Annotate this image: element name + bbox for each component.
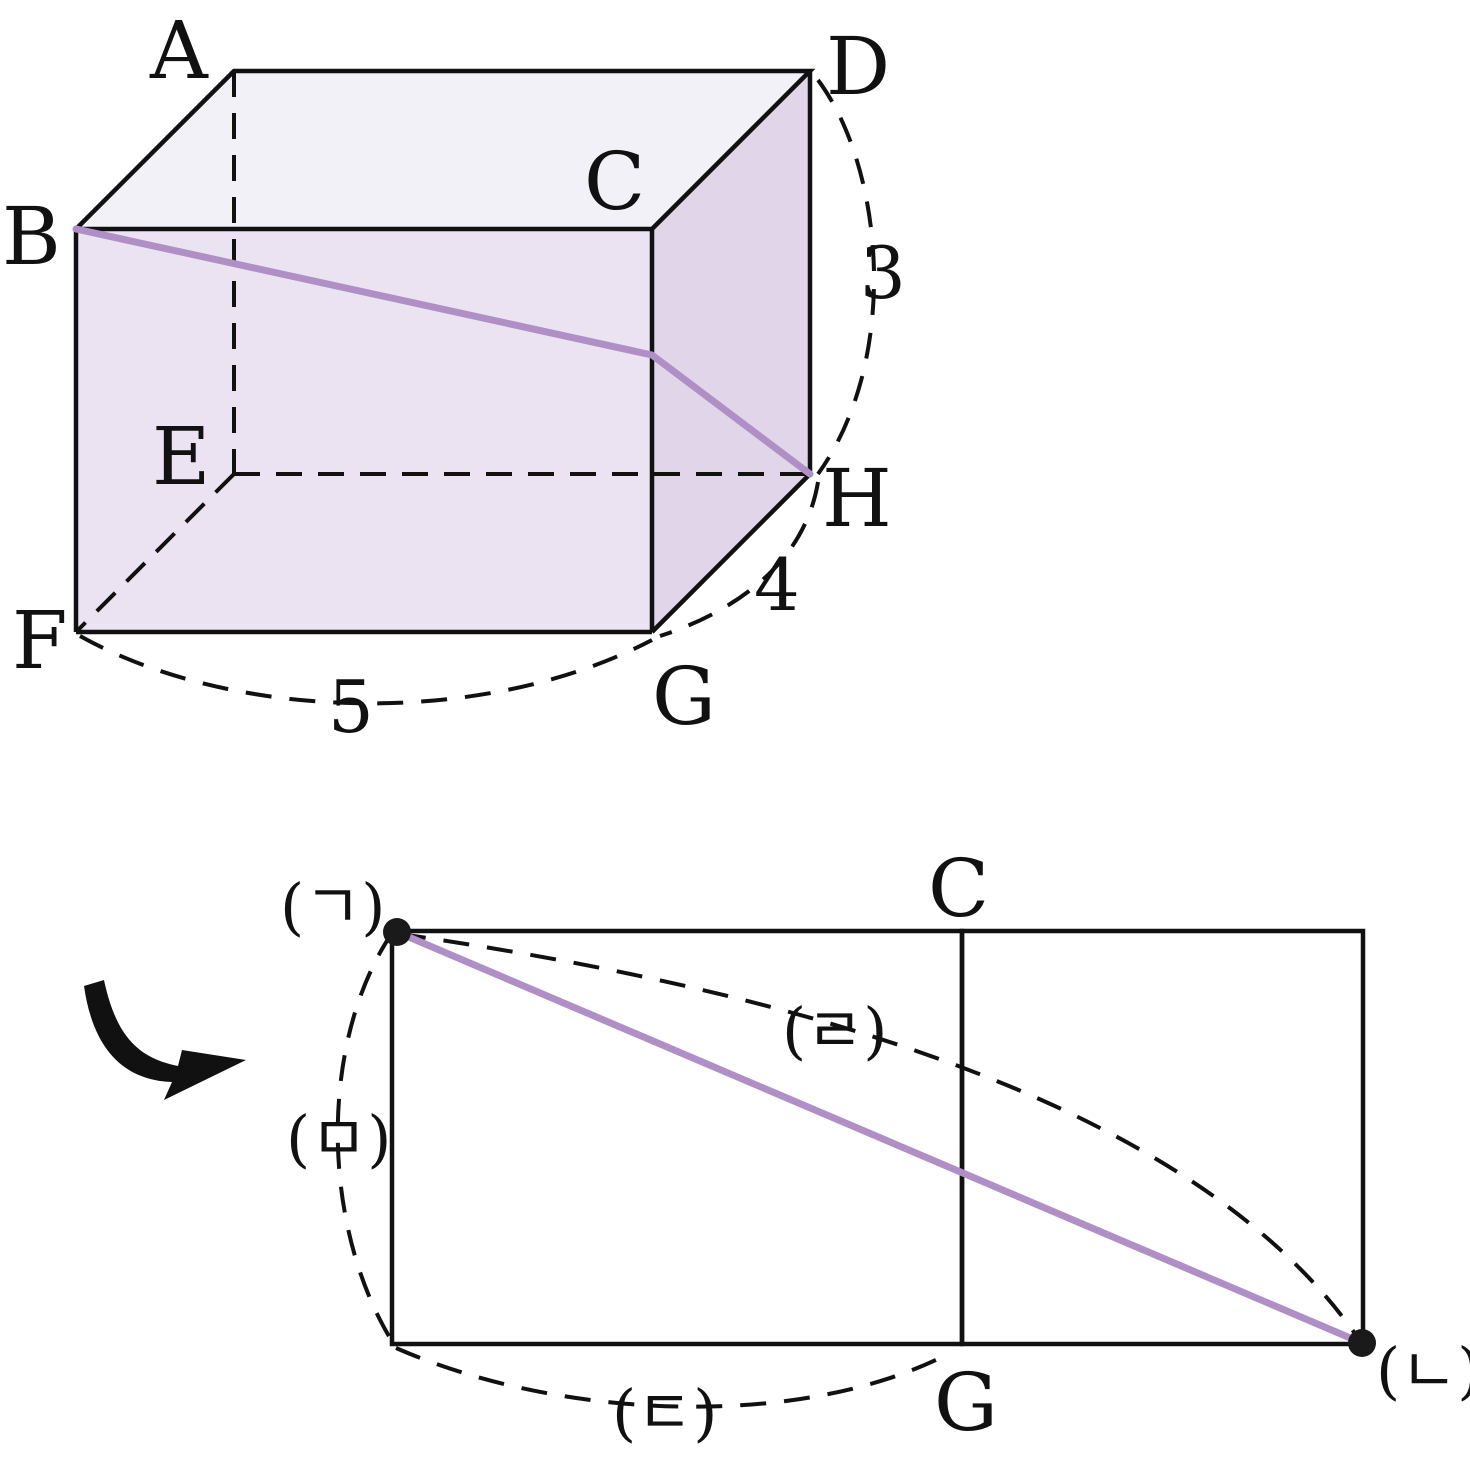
mark-ga: (ㄱ) xyxy=(280,870,385,943)
net-label-C: C xyxy=(928,842,989,935)
net-dimension-arcs xyxy=(335,931,1360,1409)
vertex-label-E: E xyxy=(152,410,210,503)
vertex-label-F: F xyxy=(12,594,68,687)
curved-arrow-body xyxy=(84,980,246,1100)
visible-edges xyxy=(73,68,816,635)
vertex-label-C: C xyxy=(584,135,645,228)
height-dimension-arc xyxy=(816,78,876,476)
dimension-label-height: 3 xyxy=(860,231,906,315)
curved-arrow-icon xyxy=(84,980,246,1100)
cuboid-figure: A D C B E H F G 3 4 5 xyxy=(2,4,906,749)
arc-ra xyxy=(399,932,1360,1340)
depth-dimension-arc xyxy=(659,481,820,638)
vertex-label-A: A xyxy=(149,4,209,97)
mark-da: (ㄷ) xyxy=(612,1376,717,1449)
dimension-label-depth: 4 xyxy=(754,543,800,627)
net-rectangles xyxy=(389,928,1366,1347)
shortest-path-on-net xyxy=(393,928,1366,1347)
edge-GH xyxy=(650,472,812,634)
side-face xyxy=(652,71,810,632)
hidden-edges xyxy=(74,71,810,634)
dimension-label-width: 5 xyxy=(328,665,374,749)
net-figure: C G (ㄱ) (ㄹ) (ㅁ) (ㄷ) (ㄴ) xyxy=(280,842,1470,1449)
mark-na: (ㄴ) xyxy=(1376,1334,1470,1407)
start-point xyxy=(383,918,411,946)
edge-EF xyxy=(74,472,236,634)
mark-ma: (ㅁ) xyxy=(286,1102,391,1175)
arc-da xyxy=(395,1346,949,1409)
vertex-label-D: D xyxy=(826,20,890,113)
vertex-label-H: H xyxy=(822,452,892,545)
net-label-G: G xyxy=(934,1356,998,1449)
vertex-label-G: G xyxy=(652,650,716,743)
front-face xyxy=(76,229,652,632)
net-right-face xyxy=(959,928,1366,1347)
end-point xyxy=(1348,1329,1376,1357)
shortest-path-on-box xyxy=(72,225,814,478)
arc-ma xyxy=(335,931,394,1340)
width-dimension-arc xyxy=(79,634,653,706)
mark-ra: (ㄹ) xyxy=(782,994,887,1067)
vertex-label-B: B xyxy=(2,190,61,283)
top-face xyxy=(76,71,810,229)
dimension-arcs xyxy=(79,78,876,706)
